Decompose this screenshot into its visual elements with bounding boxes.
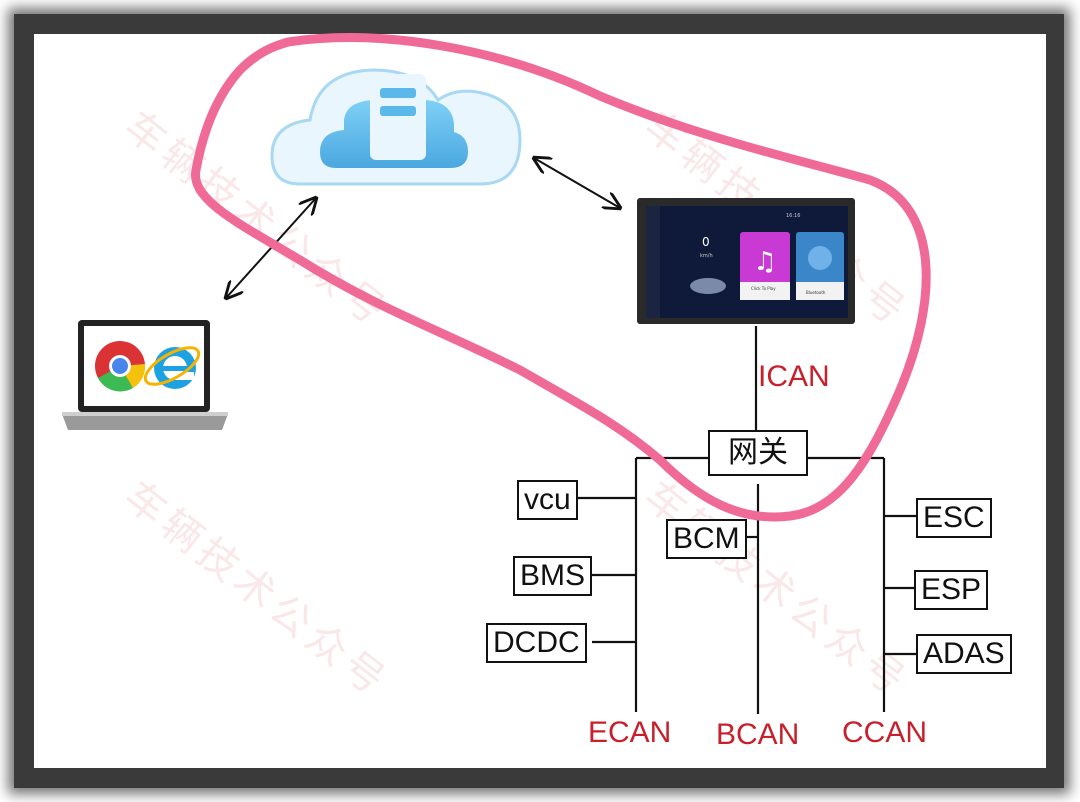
- cloud-server-icon: [270, 68, 522, 186]
- head-unit-speed: 0: [702, 235, 710, 249]
- bus-lines: [572, 326, 918, 714]
- bus-label-bcan: BCAN: [716, 718, 800, 751]
- car-head-unit-icon: ♫: [637, 198, 855, 324]
- node-adas: ADAS: [916, 634, 1012, 674]
- bus-label-ccan: CCAN: [842, 716, 928, 749]
- head-unit-speed-unit: km/h: [700, 253, 713, 259]
- head-unit-music-label: Click To Play: [751, 286, 776, 291]
- node-bms: BMS: [513, 556, 593, 596]
- node-esc: ESC: [916, 498, 992, 538]
- laptop-browser-icon: [62, 320, 228, 430]
- bus-label-ican: ICAN: [758, 360, 830, 393]
- node-dcdc: DCDC: [486, 623, 587, 663]
- node-vcu: vcu: [517, 480, 578, 520]
- node-esp: ESP: [914, 570, 989, 610]
- node-bcm: BCM: [666, 519, 747, 559]
- cloud-headunit-arrow: [534, 158, 620, 208]
- gateway-node: 网关: [708, 430, 808, 476]
- bus-label-ecan: ECAN: [588, 716, 672, 749]
- head-unit-bluetooth-label: Bluetooth: [806, 290, 826, 295]
- head-unit-clock: 16:16: [786, 213, 800, 219]
- highlight-loop: [191, 33, 931, 522]
- svg-text:♫: ♫: [753, 247, 776, 277]
